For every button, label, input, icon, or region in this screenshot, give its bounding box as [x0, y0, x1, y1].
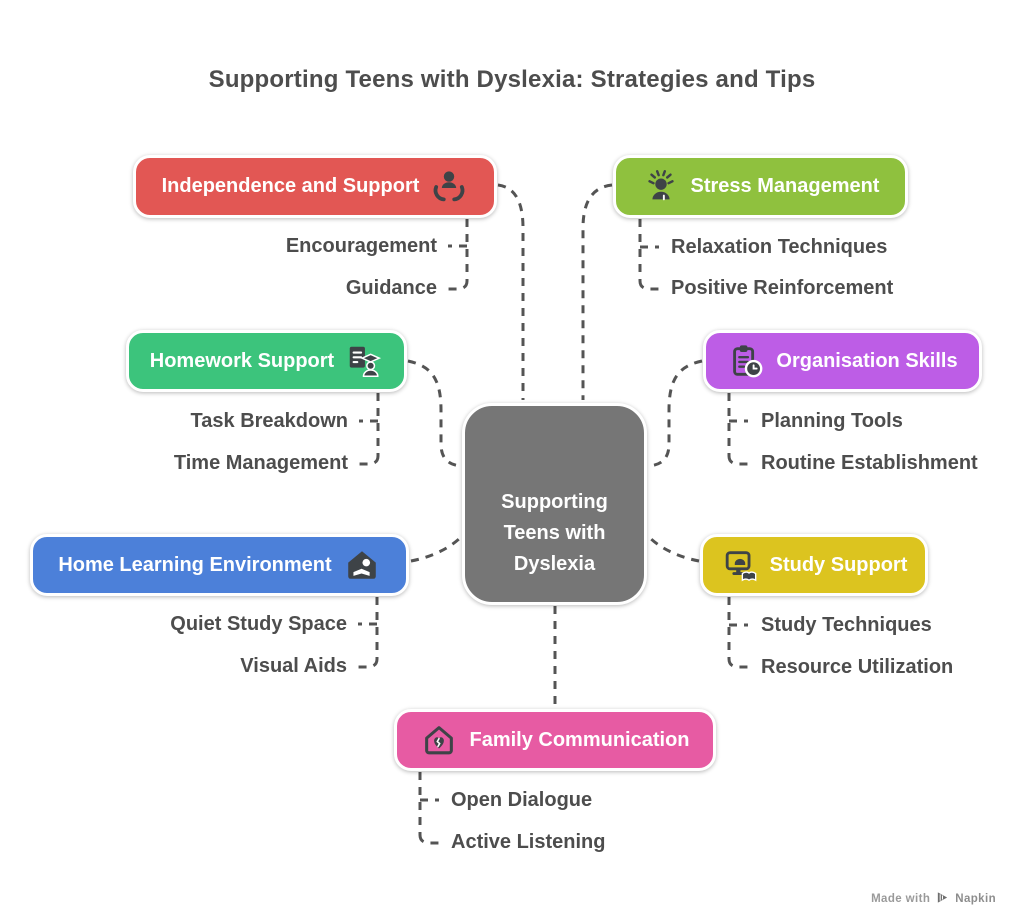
clipboard-clock-icon — [727, 342, 765, 380]
item-open-dialogue: Open Dialogue — [451, 789, 593, 811]
napkin-logo-icon — [936, 891, 949, 907]
node-family-communication[interactable]: Family Communication — [394, 709, 716, 771]
item-visual-aids: Visual Aids — [240, 655, 347, 677]
watermark-prefix: Made with — [871, 893, 931, 905]
item-relaxation-techniques: Relaxation Techniques — [671, 236, 888, 258]
node-label: Organisation Skills — [776, 349, 958, 372]
node-label: Independence and Support — [161, 175, 420, 197]
house-heart-icon — [420, 721, 458, 759]
node-organisation-skills[interactable]: Organisation Skills — [703, 330, 982, 392]
node-label: Family Communication — [469, 728, 690, 751]
watermark-brand: Napkin — [955, 893, 996, 905]
node-stress-management[interactable]: Stress Management — [613, 155, 908, 218]
monitor-book-icon — [721, 546, 759, 584]
item-positive-reinforcement: Positive Reinforcement — [671, 277, 894, 299]
item-study-techniques: Study Techniques — [761, 614, 932, 636]
napkin-watermark[interactable]: Made with Napkin — [871, 891, 996, 907]
item-planning-tools: Planning Tools — [761, 410, 903, 432]
item-task-breakdown: Task Breakdown — [190, 410, 348, 432]
center-node-label: Supporting Teens with Dyslexia — [501, 490, 608, 575]
item-guidance: Guidance — [345, 277, 437, 299]
house-person-icon — [343, 546, 381, 584]
node-home-learning-environment[interactable]: Home Learning Environment — [30, 534, 409, 596]
center-node[interactable]: Supporting Teens with Dyslexia — [462, 403, 647, 605]
item-time-management: Time Management — [173, 452, 348, 474]
node-label: Homework Support — [149, 349, 335, 372]
node-label: Study Support — [769, 553, 908, 576]
page-title: Supporting Teens with Dyslexia: Strategi… — [208, 66, 816, 93]
node-label: Stress Management — [690, 175, 880, 197]
item-encouragement: Encouragement — [285, 235, 437, 257]
node-label: Home Learning Environment — [58, 553, 332, 576]
item-active-listening: Active Listening — [451, 831, 606, 853]
stressed-person-icon — [642, 168, 680, 206]
care-hands-icon — [430, 168, 468, 206]
node-independence-and-support[interactable]: Independence and Support — [133, 155, 497, 218]
item-quiet-study-space: Quiet Study Space — [170, 613, 347, 635]
document-graduate-icon — [345, 342, 383, 380]
node-homework-support[interactable]: Homework Support — [126, 330, 407, 392]
item-resource-utilization: Resource Utilization — [761, 656, 954, 678]
item-routine-establishment: Routine Establishment — [761, 452, 978, 474]
node-study-support[interactable]: Study Support — [700, 534, 928, 596]
